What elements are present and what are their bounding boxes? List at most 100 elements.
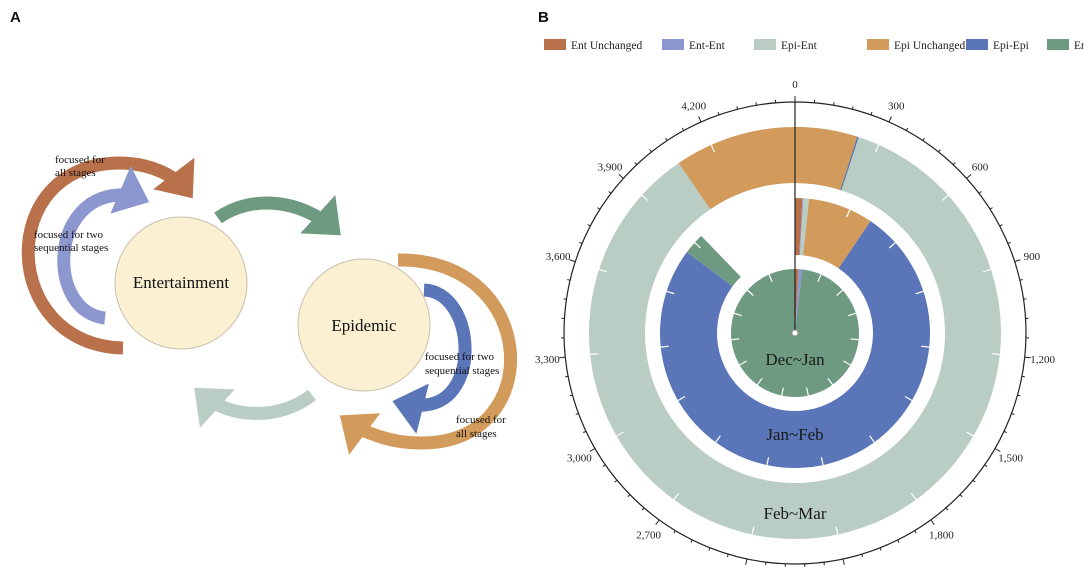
- axis-minor-tick: [833, 102, 835, 106]
- axis-minor-tick: [897, 539, 900, 543]
- bar-segment-ent-ent-dec-jan: [795, 269, 803, 333]
- axis-tick-label: 0: [792, 79, 798, 91]
- ring-gridline: [756, 377, 763, 386]
- axis-minor-tick: [1019, 279, 1023, 281]
- panel-a-label: A: [10, 9, 21, 26]
- axis-minor-tick: [914, 530, 917, 534]
- axis-minor-tick: [851, 106, 854, 110]
- axis-minor-tick: [583, 430, 587, 434]
- axis-minor-tick: [1017, 394, 1021, 397]
- axis-major-tick: [618, 174, 624, 179]
- axis-minor-tick: [999, 224, 1003, 227]
- ring-gridline: [677, 395, 686, 402]
- entertainment-node: [114, 216, 248, 350]
- ring-gridline: [848, 312, 857, 317]
- ring-gridline: [694, 242, 702, 249]
- axis-major-tick: [888, 116, 892, 123]
- axis-tick-label: 3,000: [567, 453, 592, 465]
- axis-minor-tick: [673, 530, 676, 534]
- epi-epi-arrow: [392, 283, 472, 434]
- axis-tick-label: 2,700: [636, 529, 661, 541]
- radial-stacked-chart: 03006009001,2001,5001,8002,1002,4002,700…: [535, 79, 1056, 567]
- ent-epi-arrow: [214, 195, 341, 236]
- bar-segment-epi-epi-feb-mar: [840, 136, 859, 191]
- ring-gridline: [673, 492, 680, 501]
- axis-minor-tick: [614, 479, 618, 483]
- bar-segment-ent-ent-jan-feb: [799, 198, 804, 256]
- axis-tick-label: 1,500: [998, 453, 1023, 465]
- epidemic-node: [297, 258, 431, 392]
- axis-major-tick: [994, 448, 1001, 452]
- ent-outer-label: focused for all stages: [55, 154, 108, 179]
- ring-gridline: [616, 431, 624, 437]
- ring-gridline: [835, 526, 839, 535]
- axis-minor-tick: [608, 191, 612, 194]
- bar-segment-ent-unchanged-jan-feb: [795, 198, 803, 256]
- axis-major-tick: [698, 116, 702, 123]
- legend-swatch-ent-unchanged: [544, 39, 566, 50]
- axis-minor-tick: [726, 553, 729, 558]
- ring-gridline: [850, 338, 859, 341]
- axis-minor-tick: [634, 162, 638, 165]
- axis-tick-label: 3,300: [535, 354, 560, 366]
- legend-label-epi-ent: Epi-Ent: [781, 40, 818, 52]
- axis-minor-tick: [922, 137, 925, 141]
- legend-swatch-epi-ent: [754, 39, 776, 50]
- legend-label-epi-epi: Epi-Epi: [993, 40, 1029, 52]
- legend-label-ent-ent: Ent-Ent: [689, 40, 726, 52]
- axis-minor-tick: [879, 547, 882, 551]
- legend-swatch-epi-unchanged: [867, 39, 889, 50]
- axis-minor-tick: [565, 375, 569, 378]
- epidemic-node-label: Epidemic: [331, 316, 397, 335]
- axis-major-tick: [1024, 356, 1031, 359]
- legend-label-ent-epi: Ent-Epi: [1074, 40, 1084, 52]
- entertainment-node-label: Entertainment: [133, 273, 230, 292]
- ring-gridline: [751, 526, 755, 535]
- axis-minor-tick: [978, 191, 982, 194]
- ring-gridline: [966, 431, 974, 437]
- legend-label-epi-unchanged: Epi Unchanged: [894, 40, 965, 52]
- ring-gridline: [641, 194, 649, 201]
- ring-gridline: [731, 338, 740, 341]
- axis-major-tick: [842, 558, 845, 565]
- axis-minor-tick: [1021, 375, 1025, 378]
- ring-gridline: [843, 360, 851, 366]
- axis-minor-tick: [1011, 413, 1015, 416]
- ring-gridline: [941, 194, 949, 201]
- ring-gridline: [836, 289, 843, 296]
- ring-gridline: [666, 290, 675, 295]
- axis-tick-label: 3,900: [598, 161, 623, 173]
- ent-ent-arrow: [57, 165, 150, 325]
- ring-gridline: [921, 345, 930, 348]
- ring-gridline: [598, 268, 607, 273]
- ring-label-dec-jan: Dec~Jan: [765, 350, 825, 369]
- axis-minor-tick: [575, 413, 579, 416]
- axis-major-tick: [589, 448, 596, 452]
- axis-major-tick: [930, 519, 935, 526]
- ring-gridline: [915, 290, 924, 295]
- axis-major-tick: [1014, 259, 1021, 263]
- ring-gridline: [983, 268, 992, 273]
- axis-minor-tick: [597, 207, 601, 210]
- axis-minor-tick: [755, 102, 757, 106]
- axis-tick-label: 900: [1024, 251, 1041, 263]
- axis-major-tick: [655, 519, 660, 526]
- legend-swatch-ent-epi: [1047, 39, 1069, 50]
- axis-minor-tick: [641, 507, 645, 511]
- ring-label-jan-feb: Jan~Feb: [766, 425, 823, 444]
- axis-minor-tick: [569, 394, 573, 397]
- ring-gridline: [846, 209, 851, 218]
- legend-label-ent-unchanged: Ent Unchanged: [571, 40, 642, 52]
- bar-segment-ent-epi-jan-feb: [686, 235, 741, 287]
- axis-minor-tick: [717, 111, 720, 116]
- axis-tick-label: 300: [888, 101, 905, 113]
- axis-minor-tick: [736, 106, 739, 110]
- epi-inner-label: focused for two sequential stages: [425, 351, 499, 377]
- ring-gridline: [739, 360, 747, 366]
- axis-tick-label: 1,800: [929, 529, 954, 541]
- ring-gridline: [806, 387, 809, 396]
- axis-minor-tick: [952, 162, 956, 165]
- axis-major-tick: [559, 356, 566, 359]
- axis-tick-label: 600: [972, 161, 989, 173]
- axis-major-tick: [966, 174, 972, 179]
